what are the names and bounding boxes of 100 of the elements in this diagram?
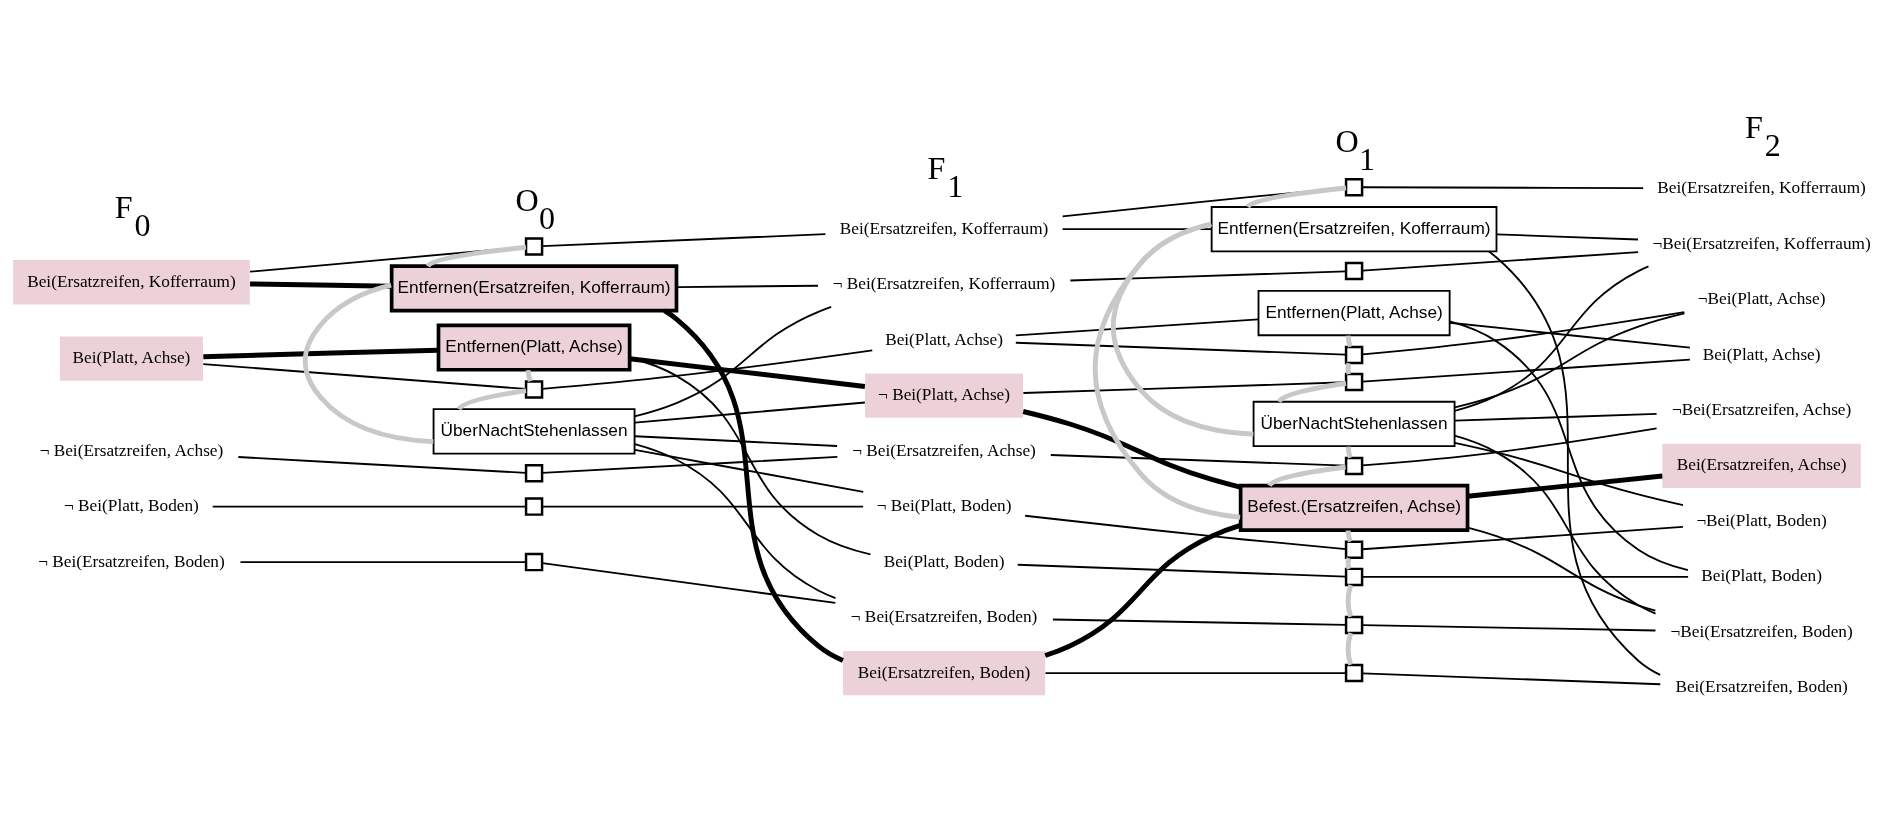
connector: [1453, 434, 1657, 615]
node-box: [524, 463, 544, 483]
connector: [237, 455, 527, 474]
connector: [1044, 671, 1347, 674]
connector: [634, 434, 838, 447]
connector: [1246, 185, 1347, 209]
connector: [1267, 464, 1346, 487]
node-text: ¬ Bei(Platt, Boden): [64, 495, 199, 515]
node-box: ÜberNachtStehenlassen: [432, 407, 636, 454]
node-box: Entfernen(Platt, Achse): [1257, 289, 1451, 336]
connector: [634, 401, 866, 424]
connector: [457, 387, 527, 411]
node-text: ¬ Bei(Platt, Boden): [876, 495, 1012, 515]
connector: [1466, 526, 1657, 612]
connector: [633, 305, 833, 417]
connector: [1022, 408, 1241, 489]
connector: [1092, 221, 1241, 520]
node-box: Bei(Ersatzreifen, Achse): [1662, 443, 1861, 488]
connector: [1361, 671, 1662, 685]
node-box: [524, 236, 544, 256]
connector: [1453, 312, 1686, 408]
connector: [1345, 583, 1354, 617]
node-text: Bei(Platt, Boden): [1701, 565, 1822, 585]
node-text: ¬Bei(Platt, Boden): [1696, 510, 1827, 530]
node-text: Bei(Ersatzreifen, Kofferraum): [1657, 177, 1866, 197]
node-text: ¬Bei(Ersatzreifen, Kofferraum): [1652, 233, 1871, 253]
node-text: Bei(Platt, Boden): [883, 551, 1005, 571]
connector: [302, 282, 434, 444]
connector: [541, 561, 837, 604]
connector: [1014, 317, 1260, 336]
connector: [541, 505, 865, 508]
connector: [1345, 362, 1352, 375]
connector: [1467, 473, 1663, 499]
node-text: Bei(Platt, Achse): [1702, 344, 1821, 363]
node-box: [524, 379, 544, 399]
node-box: [1344, 372, 1364, 391]
connector: [1361, 525, 1684, 550]
connector: [1345, 445, 1353, 458]
node-box: [1344, 567, 1364, 586]
connector: [663, 308, 844, 663]
connector: [628, 356, 872, 555]
connector: [525, 369, 533, 382]
node-box: [1344, 456, 1364, 475]
node-box: [1344, 261, 1364, 280]
connector: [1361, 427, 1658, 466]
node-box: Entfernen(Ersatzreifen, Kofferraum): [389, 263, 679, 312]
node-text: ¬ Bei(Ersatzreifen, Boden): [850, 606, 1038, 626]
connector: [1024, 514, 1347, 550]
connector: [1345, 334, 1353, 347]
node-text: ¬ Bei(Ersatzreifen, Achse): [852, 440, 1036, 460]
node-text: ¬ Bei(Ersatzreifen, Kofferraum): [832, 273, 1056, 293]
connector: [1453, 441, 1684, 506]
node-text: ¬Bei(Ersatzreifen, Boden): [1670, 621, 1853, 641]
connector: [1277, 380, 1347, 403]
connector: [1361, 623, 1657, 631]
node-box: Bei(Ersatzreifen, Kofferraum): [13, 259, 250, 304]
node-text: ¬ Bei(Ersatzreifen, Achse): [39, 440, 224, 460]
node-box: [1344, 540, 1364, 559]
node-box: ¬ Bei(Platt, Achse): [865, 372, 1023, 418]
connector: [1487, 250, 1662, 676]
node-text: Bei(Platt, Achse): [885, 329, 1003, 349]
connector: [426, 244, 527, 268]
connector: [239, 560, 527, 563]
connector: [1345, 529, 1353, 542]
connector: [1069, 269, 1347, 281]
connector: [1361, 358, 1691, 382]
node-box: [1344, 177, 1364, 196]
connector: [1448, 321, 1691, 349]
connector: [1453, 264, 1650, 412]
node-box: [524, 552, 544, 571]
connector: [629, 355, 866, 389]
node-box: Befest.(Ersatzreifen, Achse): [1238, 483, 1470, 532]
connector: [1361, 310, 1686, 355]
connector: [1361, 250, 1639, 272]
node-text: ¬Bei(Ersatzreifen, Achse): [1671, 399, 1852, 419]
connector: [541, 455, 839, 474]
node-box: Entfernen(Ersatzreifen, Kofferraum): [1210, 205, 1498, 252]
node-box: [1344, 615, 1364, 634]
connector: [1448, 320, 1689, 571]
connector: [1361, 185, 1645, 189]
connector: [541, 348, 874, 390]
connector: [1016, 563, 1347, 578]
node-box: [524, 496, 544, 516]
connector: [1049, 453, 1347, 467]
node-box: ÜberNachtStehenlassen: [1252, 400, 1456, 447]
node-box: Bei(Ersatzreifen, Boden): [842, 650, 1046, 695]
connector: [1361, 575, 1690, 578]
node-text: ¬ Bei(Ersatzreifen, Boden): [38, 551, 225, 571]
connector: [634, 448, 865, 493]
connector: [1454, 412, 1658, 422]
node-box: Bei(Platt, Achse): [59, 335, 203, 381]
connector: [1345, 631, 1354, 665]
node-text: Bei(Ersatzreifen, Boden): [1675, 676, 1848, 696]
node-box: [1344, 663, 1364, 682]
node-text: ¬Bei(Platt, Achse): [1697, 288, 1826, 308]
connector: [203, 347, 439, 359]
node-text: Bei(Ersatzreifen, Kofferraum): [839, 218, 1049, 238]
connector: [250, 281, 392, 289]
connector: [541, 232, 827, 247]
connector: [211, 505, 527, 508]
